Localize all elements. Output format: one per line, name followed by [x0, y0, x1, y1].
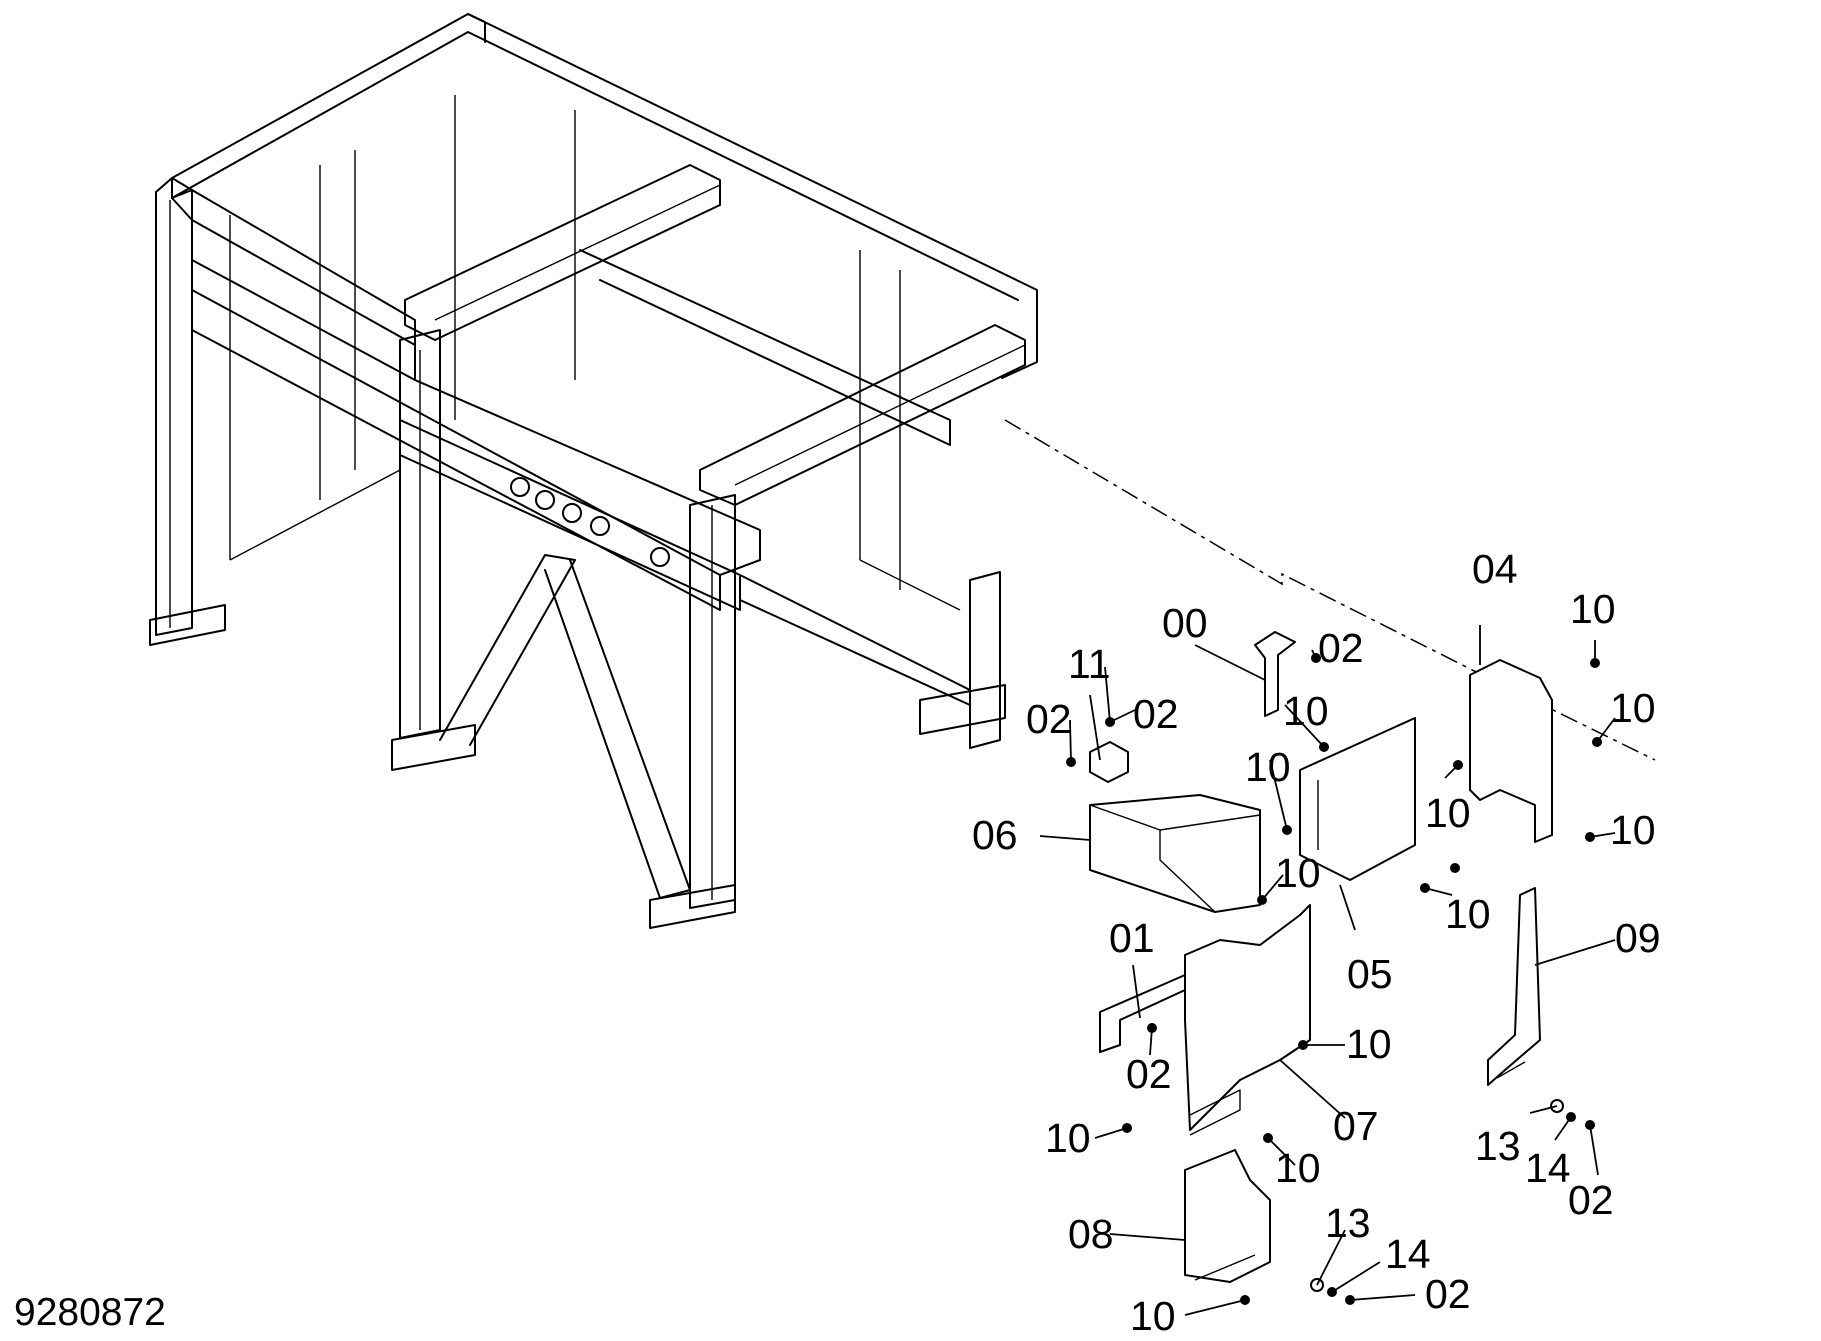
callout-00: 00	[1162, 600, 1208, 646]
cab-frame-structure	[149, 13, 1656, 929]
callout-02: 02	[1126, 1051, 1172, 1097]
exploded-parts	[1066, 631, 1602, 1305]
drawing-number: 9280872	[14, 1291, 166, 1334]
callout-07: 07	[1333, 1103, 1379, 1149]
callout-10: 10	[1275, 1145, 1321, 1191]
callout-05: 05	[1347, 951, 1393, 997]
callout-13: 13	[1325, 1200, 1371, 1246]
callout-13: 13	[1475, 1123, 1521, 1169]
part-05-plate	[1299, 717, 1416, 881]
callout-09: 09	[1615, 915, 1661, 961]
callout-04: 04	[1472, 546, 1518, 592]
callout-02: 02	[1318, 625, 1364, 671]
callout-10: 10	[1346, 1021, 1392, 1067]
leader-lines	[1039, 625, 1616, 1316]
callout-10: 10	[1245, 744, 1291, 790]
part-00-bracket	[1254, 631, 1296, 717]
callout-02: 02	[1133, 691, 1179, 737]
callout-10: 10	[1610, 685, 1656, 731]
callout-14: 14	[1525, 1145, 1571, 1191]
part-07-panel	[1184, 904, 1311, 1131]
callout-10: 10	[1275, 850, 1321, 896]
callout-14: 14	[1385, 1231, 1431, 1277]
callout-10: 10	[1610, 807, 1656, 853]
callout-10: 10	[1045, 1115, 1091, 1161]
part-01-bracket	[1099, 974, 1186, 1053]
part-09-strip	[1487, 887, 1541, 1086]
callout-01: 01	[1109, 915, 1155, 961]
part-06-duct	[1089, 794, 1261, 913]
callout-10: 10	[1283, 688, 1329, 734]
callout-02: 02	[1568, 1177, 1614, 1223]
callout-10: 10	[1445, 891, 1491, 937]
part-11-bracket	[1089, 741, 1129, 783]
part-04-panel	[1469, 659, 1553, 843]
callout-11: 11	[1068, 641, 1111, 687]
callout-02: 02	[1026, 696, 1072, 742]
callout-08: 08	[1068, 1211, 1114, 1257]
callout-10: 10	[1130, 1293, 1176, 1339]
callout-10: 10	[1425, 790, 1471, 836]
callout-labels: 00 02 04 10 10 11 02 02 10 10 10 10 06 1…	[972, 546, 1661, 1339]
callout-02: 02	[1425, 1271, 1471, 1317]
callout-06: 06	[972, 812, 1018, 858]
callout-10: 10	[1570, 586, 1616, 632]
part-08-panel	[1184, 1149, 1271, 1283]
